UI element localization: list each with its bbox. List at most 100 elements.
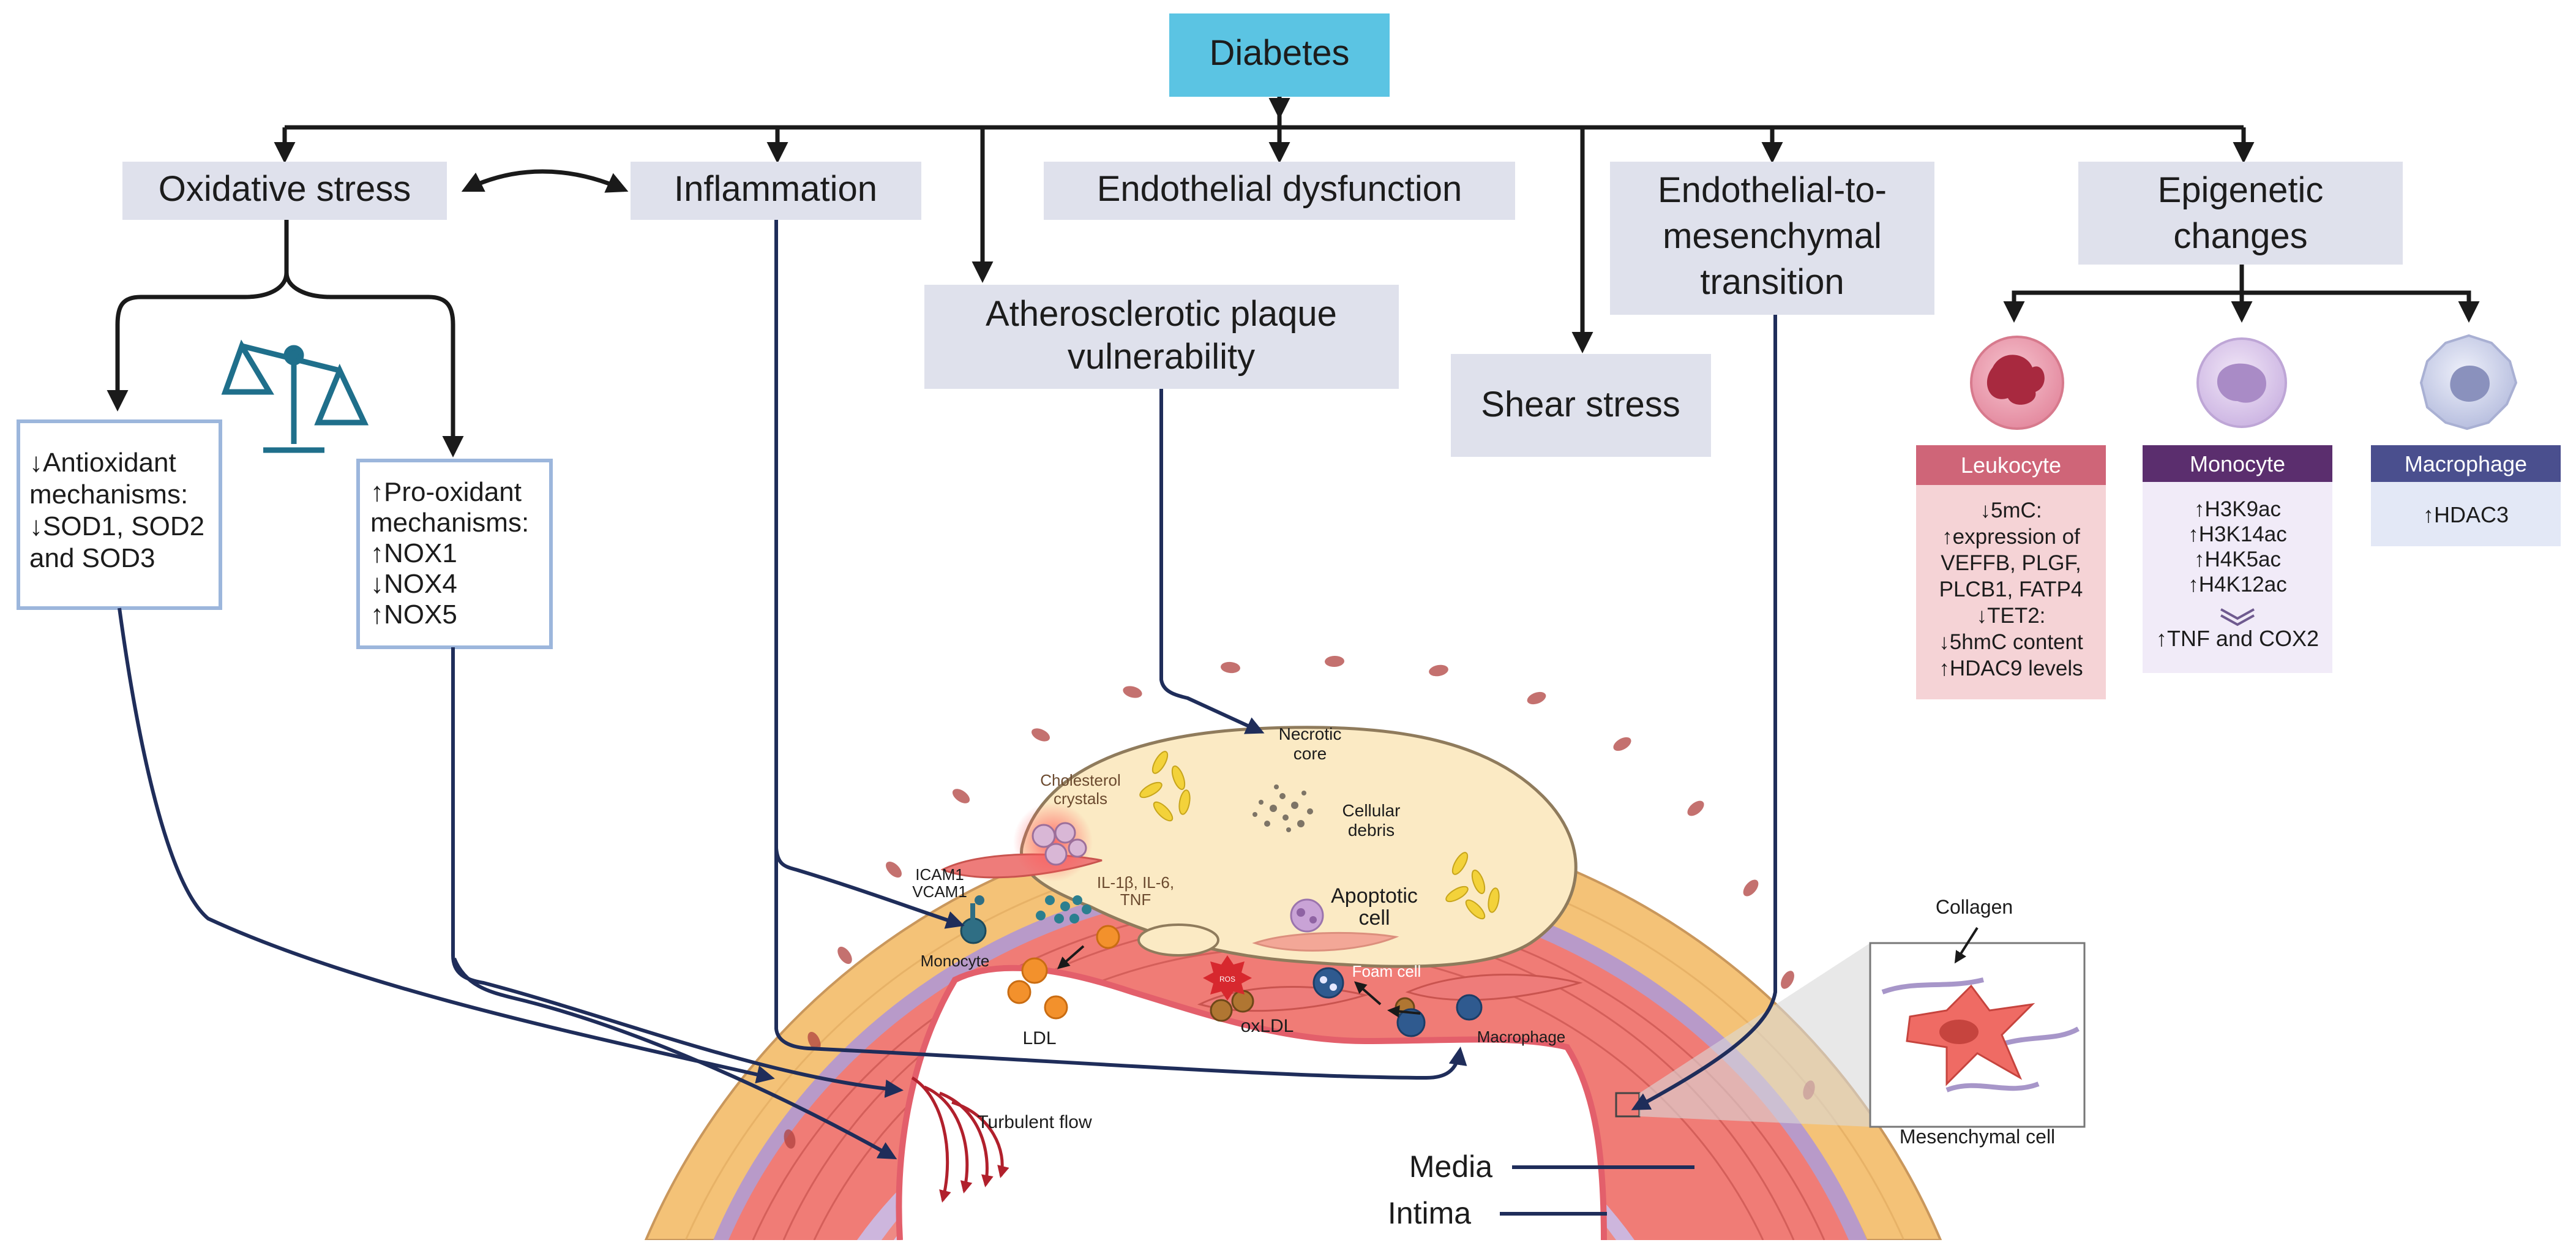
leukocyte-line-1: ↓5mC: [1980, 498, 2042, 522]
oxldl-particles [1210, 990, 1415, 1022]
endmt-line-3: transition [1700, 262, 1844, 302]
apoptotic-cell-icon [1290, 898, 1324, 933]
ros-label: ROS [1219, 975, 1235, 983]
inflammation-label: Inflammation [674, 169, 877, 209]
prooxidant-line-3: ↑NOX1 [370, 538, 457, 568]
artery-labels: Necrotic core Cholesterol crystals Cellu… [912, 724, 2055, 1230]
monocyte-line-2: ↑H3K14ac [2188, 522, 2286, 546]
oxidative-stress-label: Oxidative stress [159, 169, 411, 209]
intima-label: Intima [1388, 1196, 1471, 1230]
diabetes-label: Diabetes [1210, 33, 1350, 73]
ros-burst-icon [1203, 955, 1252, 1001]
monocyte-line-1: ↑H3K9ac [2194, 497, 2281, 521]
turbulent-flow-arrows [911, 1076, 1009, 1203]
category-epigenetic: Epigenetic changes [2078, 162, 2403, 265]
epigenetic-line-1: Epigenetic [2158, 170, 2324, 210]
shear-stress-label: Shear stress [1481, 385, 1680, 424]
chevron-down-icon [2220, 608, 2255, 626]
ldl-label: LDL [1022, 1028, 1056, 1048]
vcam1-label: VCAM1 [912, 882, 967, 901]
leukocyte-line-3: VEFFB, PLGF, [1941, 551, 2081, 575]
prooxidant-mechanisms-box: ↑Pro-oxidant mechanisms: ↑NOX1 ↓NOX4 ↑NO… [356, 459, 553, 649]
monocyte-artery-label: Monocyte [921, 952, 990, 970]
media-label: Media [1409, 1149, 1492, 1184]
prooxidant-line-5: ↑NOX5 [370, 600, 457, 630]
cholesterol-label-2: crystals [1054, 789, 1107, 808]
cytokines-label-1: IL-1β, IL-6, [1097, 873, 1174, 892]
smooth-muscle-nuclei [784, 655, 1815, 1149]
endmt-line-1: Endothelial-to- [1658, 170, 1887, 210]
lumen [899, 968, 1604, 1240]
cytokines-label-2: TNF [1120, 890, 1151, 909]
plaque-vulnerability-line-1: Atherosclerotic plaque [986, 294, 1337, 334]
necrotic-core-label-1: Necrotic [1279, 724, 1342, 743]
category-inflammation: Inflammation [631, 162, 921, 220]
antioxidant-line-2: mechanisms: [29, 479, 188, 510]
epigenetic-branch-connectors [2003, 265, 2480, 323]
prooxidant-line-2: mechanisms: [370, 508, 529, 538]
internal-small-arrows [847, 789, 1979, 1018]
apoptotic-label-1: Apoptotic [1331, 884, 1418, 908]
oxldl-label: oxLDL [1241, 1016, 1294, 1036]
category-oxidative-stress: Oxidative stress [122, 162, 447, 220]
leukocyte-cell-icon [1970, 336, 2064, 430]
cellular-debris-label-1: Cellular [1342, 801, 1401, 820]
antioxidant-line-1: ↓Antioxidant [29, 448, 176, 478]
leukocyte-line-7: ↑HDAC9 levels [1939, 656, 2083, 680]
prooxidant-line-4: ↓NOX4 [370, 569, 457, 599]
macrophage-icon [1396, 994, 1483, 1037]
antioxidant-line-3: ↓SOD1, SOD2 [29, 511, 204, 541]
icam1-label: ICAM1 [915, 865, 964, 884]
antioxidant-line-4: and SOD3 [29, 543, 155, 573]
foam-cell-label: Foam cell [1352, 962, 1421, 980]
category-endothelial-dysfunction: Endothelial dysfunction [1044, 162, 1515, 220]
mesenchymal-cell-label: Mesenchymal cell [1900, 1126, 2055, 1148]
leukocyte-line-2: ↑expression of [1942, 525, 2080, 549]
monocyte-panel: Monocyte ↑H3K9ac↑H3K14ac↑H4K5ac↑H4K12ac … [2143, 445, 2332, 673]
ldl-particles [1007, 925, 1120, 1020]
monocyte-line-3: ↑H4K5ac [2194, 547, 2281, 571]
artery-cross-section [644, 655, 1942, 1240]
monocyte-line-4: ↑H4K12ac [2188, 573, 2286, 596]
adhering-monocyte-icon [960, 895, 987, 944]
category-endmt: Endothelial-to- mesenchymal transition [1610, 162, 1934, 315]
monocyte-title: Monocyte [2190, 451, 2285, 476]
pathway-arrows [118, 220, 1777, 1216]
mesenchymal-zoom-callout [1639, 942, 2086, 1128]
cholesterol-label-1: Cholesterol [1040, 771, 1121, 789]
cellular-debris-label-2: debris [1348, 821, 1395, 840]
top-connectors [274, 97, 2255, 353]
leukocyte-line-5: ↓TET2: [1977, 604, 2046, 628]
collagen-fibers [1881, 977, 2080, 1092]
category-shear-stress: Shear stress [1451, 354, 1711, 457]
collagen-label: Collagen [1936, 896, 2013, 918]
macrophage-line-1: ↑HDAC3 [2423, 502, 2509, 527]
monocyte-cell-icon [2196, 337, 2287, 428]
cellular-debris [1252, 784, 1313, 832]
turbulent-flow-label: Turbulent flow [977, 1112, 1092, 1132]
monocyte-result: ↑TNF and COX2 [2156, 626, 2319, 651]
lipid-crystals [1139, 751, 1500, 920]
epigenetic-line-2: changes [2173, 216, 2307, 256]
endmt-line-2: mesenchymal [1663, 216, 1882, 256]
category-plaque-vulnerability: Atherosclerotic plaque vulnerability [924, 285, 1399, 389]
macrophage-cell-icon [2419, 334, 2518, 431]
balance-scale-icon [221, 339, 369, 453]
plaque-vulnerability-line-2: vulnerability [1068, 337, 1255, 377]
leukocyte-line-4: PLCB1, FATP4 [1939, 577, 2083, 601]
leukocyte-title: Leukocyte [1961, 453, 2061, 478]
endothelial-dysfunction-label: Endothelial dysfunction [1097, 169, 1462, 209]
macrophage-panel: Macrophage ↑HDAC3 [2371, 445, 2561, 546]
necrotic-core-label-2: core [1294, 744, 1327, 763]
prooxidant-line-1: ↑Pro-oxidant [370, 477, 522, 507]
macrophage-title: Macrophage [2405, 451, 2527, 476]
diabetes-node: Diabetes [1169, 13, 1390, 97]
antioxidant-mechanisms-box: ↓Antioxidant mechanisms: ↓SOD1, SOD2 and… [17, 419, 222, 610]
oxidative-branch-connectors [107, 220, 464, 457]
leukocyte-line-6: ↓5hmC content [1939, 630, 2083, 654]
apoptotic-label-2: cell [1358, 906, 1390, 930]
cytokine-dots [1036, 895, 1091, 923]
foam-cell-icon [1312, 967, 1344, 999]
